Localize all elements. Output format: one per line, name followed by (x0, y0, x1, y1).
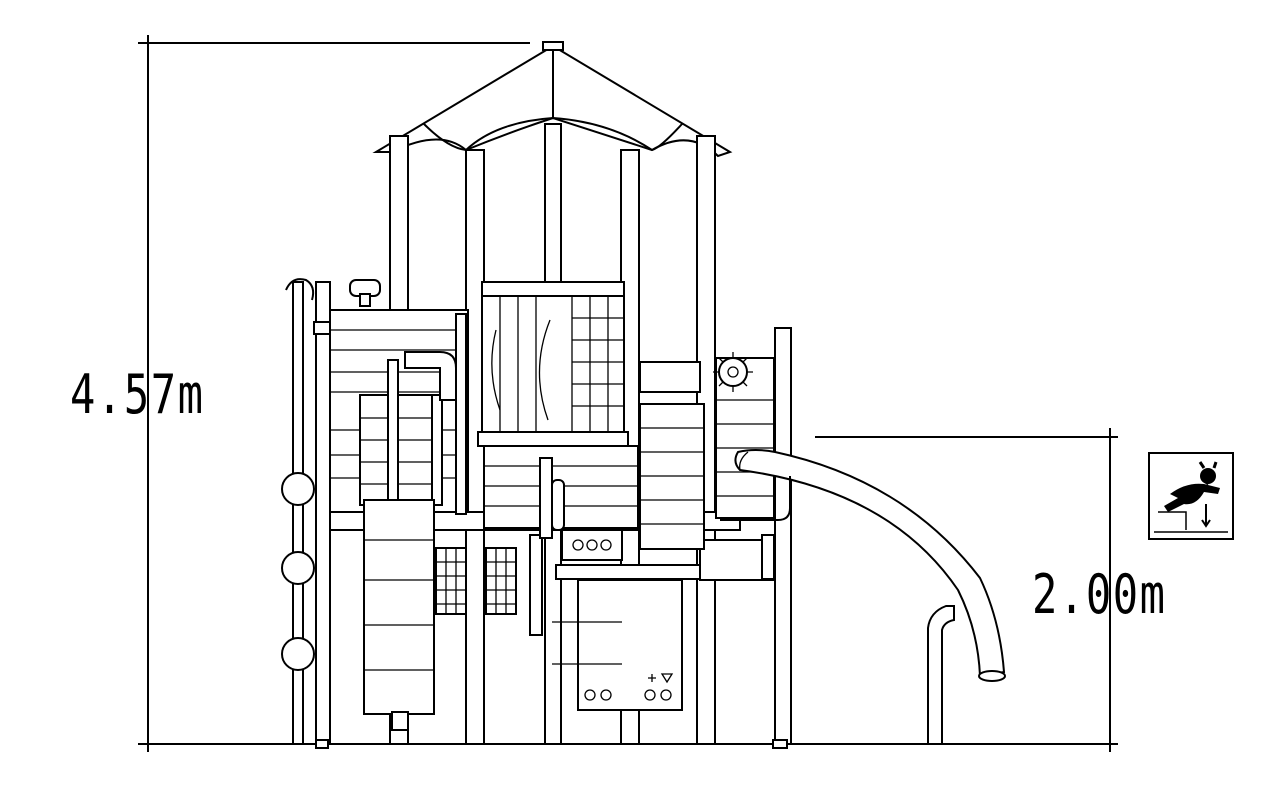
tube-window (404, 351, 457, 401)
tower-roof (372, 41, 733, 158)
telescope-icon (349, 279, 381, 307)
climbing-rope (281, 278, 315, 671)
upper-ladder (359, 359, 443, 506)
slide (734, 449, 1006, 745)
grid-panel-left (435, 534, 543, 636)
ramp-climber (363, 499, 435, 731)
total-height-dimension (138, 35, 530, 752)
total-height-label: 4.57m (70, 363, 205, 426)
gear-wheel-icon (713, 352, 753, 392)
falling-child-icon (1148, 452, 1234, 540)
slide-handle (720, 476, 791, 521)
climbing-wall-right (639, 403, 775, 580)
upper-cage (477, 281, 629, 447)
center-panels (483, 445, 639, 539)
fall-height-dimension (815, 428, 1118, 752)
shapes-panel (552, 529, 707, 711)
fall-height-label: 2.00m (1032, 563, 1167, 626)
